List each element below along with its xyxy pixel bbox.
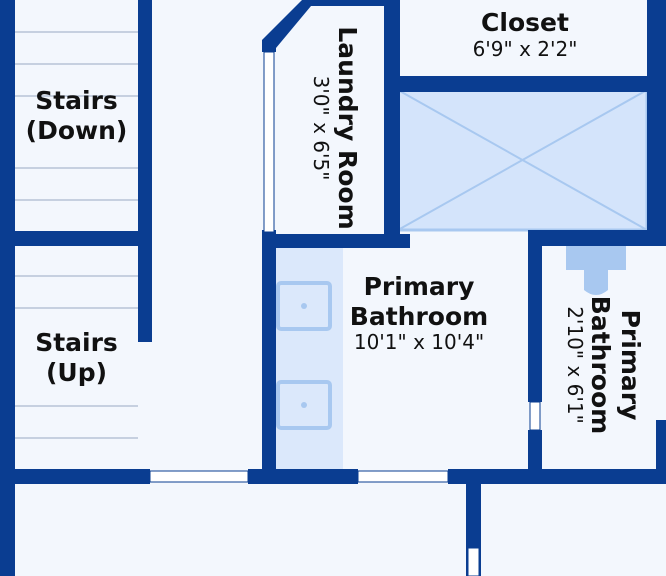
laundry-door — [263, 51, 275, 233]
stairs-down-line1: Stairs — [35, 86, 118, 115]
bathroom-door — [357, 470, 449, 483]
stairs-down-line2: (Down) — [25, 115, 128, 145]
stair-opening — [149, 470, 249, 483]
stairs-down-treads — [15, 31, 138, 201]
primary-bathroom-label: Primary Bathroom 10'1" x 10'4" — [334, 272, 504, 355]
sink-icon — [276, 281, 332, 331]
stairs-up-label: Stairs (Up) — [15, 328, 138, 387]
laundry-label: Laundry Room 3'0" x 6'5" — [302, 18, 363, 238]
closet-name: Closet — [481, 8, 569, 37]
laundry-dims: 3'0" x 6'5" — [309, 75, 334, 181]
primary-bathroom-small-label: Primary Bathroom 2'10" x 6'1" — [555, 280, 645, 450]
sink-icon — [276, 380, 332, 430]
stairs-up-line2: (Up) — [45, 357, 108, 387]
toilet-icon — [566, 246, 626, 295]
primary-bathroom-dims: 10'1" x 10'4" — [353, 330, 485, 354]
primary-bathroom-small-dims: 2'10" x 6'1" — [563, 306, 587, 424]
shower — [396, 88, 649, 232]
primary-bathroom-line2: Bathroom — [349, 301, 489, 331]
stairs-up-treads — [15, 275, 138, 439]
primary-bathroom-small-line1: Primary — [616, 309, 645, 421]
vanity — [276, 246, 343, 470]
laundry-name: Laundry Room — [333, 26, 362, 230]
primary-bathroom-line1: Primary — [363, 272, 475, 301]
stairs-down-label: Stairs (Down) — [15, 86, 138, 145]
doors — [149, 51, 541, 576]
stairs-up-line1: Stairs — [35, 328, 118, 357]
small-bath-door — [529, 401, 541, 431]
primary-bathroom-small-line2: Bathroom — [586, 295, 616, 435]
closet-dims: 6'9" x 2'2" — [472, 36, 578, 61]
bottom-door — [467, 547, 480, 576]
closet-label: Closet 6'9" x 2'2" — [440, 8, 610, 61]
